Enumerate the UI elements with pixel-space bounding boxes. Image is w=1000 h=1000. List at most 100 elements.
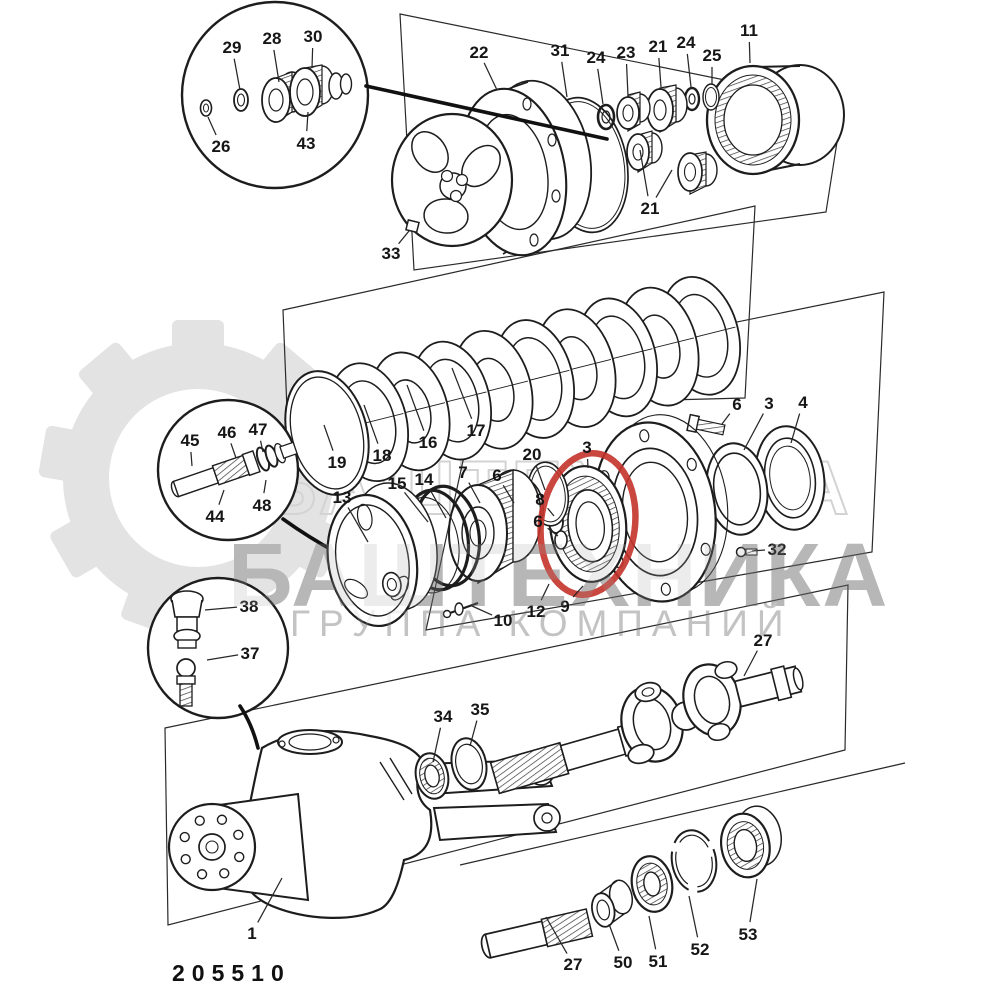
- callout-leader-20-29: [535, 465, 546, 491]
- callout-leader-7-27: [468, 482, 481, 504]
- detail-circle-gear-set: [180, 0, 370, 190]
- callout-29-0: 29: [223, 38, 242, 57]
- pump-nut-33: [405, 219, 420, 234]
- hub-bolt-hole: [180, 854, 191, 865]
- washer-26: [199, 99, 213, 117]
- callout-leader-50-47: [608, 923, 620, 951]
- callout-leader-30-2: [311, 47, 314, 69]
- stud-assembly-44-48: [170, 441, 298, 498]
- callout-leader-37-41: [206, 654, 239, 661]
- hub-bolt-hole: [179, 831, 190, 843]
- callout-24-10: 24: [677, 33, 696, 52]
- callout-22-5: 22: [470, 43, 489, 62]
- plug-bolt-37: [176, 658, 196, 707]
- magnifier-leader-breather: [238, 704, 260, 750]
- callout-leader-9-33: [572, 585, 584, 598]
- callout-3-30: 3: [582, 438, 591, 457]
- callout-7-27: 7: [458, 463, 467, 482]
- bearing-51: [630, 855, 674, 913]
- callout-leader-13-24: [347, 507, 369, 543]
- planet-gear-21c: [626, 130, 663, 174]
- callout-leader-17-18: [451, 367, 473, 420]
- ring-gear-11: [705, 64, 845, 176]
- callout-23-8: 23: [617, 43, 636, 62]
- hub-bolt-hole: [234, 851, 245, 863]
- callout-17-18: 17: [467, 421, 486, 440]
- callout-6-28: 6: [492, 466, 501, 485]
- callout-leader-6-28: [502, 484, 515, 504]
- callout-38-40: 38: [240, 597, 259, 616]
- gear-30-43: [289, 64, 353, 117]
- callout-leader-15-25: [403, 492, 429, 523]
- callout-4-38: 4: [798, 393, 808, 412]
- callout-10-35: 10: [494, 611, 513, 630]
- sun-gear-23: [616, 91, 651, 133]
- pin-10: [442, 601, 479, 619]
- callout-27-45: 27: [754, 631, 773, 650]
- snap-ring-52: [670, 829, 718, 893]
- wheel-hub-spindle: [167, 792, 310, 902]
- callout-48-23: 48: [253, 496, 272, 515]
- callout-20-29: 20: [523, 445, 542, 464]
- planet-gear-21a: [646, 84, 688, 134]
- callout-31-6: 31: [551, 41, 570, 60]
- callout-leader-27-45: [743, 650, 758, 677]
- callout-leader-19-15: [323, 424, 334, 451]
- callout-1-42: 1: [247, 924, 256, 943]
- callout-34-43: 34: [434, 707, 453, 726]
- callout-leader-43-4: [306, 111, 309, 132]
- callout-leader-14-26: [429, 489, 447, 519]
- brake-piston-13: [326, 482, 438, 628]
- callout-leader-12-34: [540, 583, 550, 601]
- callout-35-44: 35: [471, 700, 490, 719]
- callout-leader-29-0: [233, 58, 241, 91]
- callout-leader-21-13: [639, 149, 649, 197]
- callout-30-2: 30: [304, 27, 323, 46]
- callout-leader-1-42: [257, 877, 283, 923]
- callout-21-13: 21: [641, 199, 660, 218]
- callout-9-33: 9: [560, 597, 569, 616]
- hub-bolt-hole: [219, 868, 230, 879]
- callout-37-41: 37: [241, 644, 260, 663]
- callout-leader-44-22: [218, 489, 225, 505]
- hub-bolt-hole: [216, 814, 228, 825]
- planet-gear-21d: [677, 151, 718, 195]
- callout-leader-8-31: [547, 507, 555, 517]
- callout-25-11: 25: [703, 46, 722, 65]
- callout-leader-24-10: [686, 53, 692, 88]
- gear-tooth: [50, 515, 109, 578]
- callout-47-21: 47: [249, 420, 268, 439]
- bearing-cup-3b: [705, 442, 769, 536]
- breather-38: [170, 590, 204, 649]
- callout-leader-18-16: [363, 404, 379, 444]
- callout-52-49: 52: [691, 940, 710, 959]
- hub-bolt-hole: [194, 815, 205, 826]
- callout-leader-46-20: [230, 443, 237, 459]
- seal-4: [754, 425, 826, 531]
- axle-shaft-splined-end: [489, 722, 641, 795]
- callout-21-9: 21: [649, 37, 668, 56]
- callout-50-47: 50: [614, 953, 633, 972]
- callout-leader-47-21: [259, 440, 264, 453]
- spacer-50: [591, 879, 634, 928]
- callout-leader-45-19: [190, 451, 193, 467]
- gear-tooth: [38, 425, 88, 483]
- drawing-number: 205510: [172, 960, 291, 986]
- oil-pump-rotor: [390, 112, 514, 248]
- highlight-circle: [537, 450, 639, 598]
- callout-14-26: 14: [415, 470, 434, 489]
- callout-45-19: 45: [181, 431, 200, 450]
- hub-bolt-hole: [233, 829, 244, 840]
- callout-leader-52-49: [688, 895, 699, 938]
- callout-leader-32-39: [751, 549, 766, 552]
- callout-leader-48-23: [263, 479, 267, 494]
- callout-46-20: 46: [218, 423, 237, 442]
- callout-3-37: 3: [764, 394, 773, 413]
- bolt-6: [686, 413, 726, 436]
- clutch-disc-stack: [284, 275, 742, 496]
- bearing-34: [414, 752, 450, 800]
- callout-leader-38-40: [204, 606, 238, 611]
- callout-28-1: 28: [263, 29, 282, 48]
